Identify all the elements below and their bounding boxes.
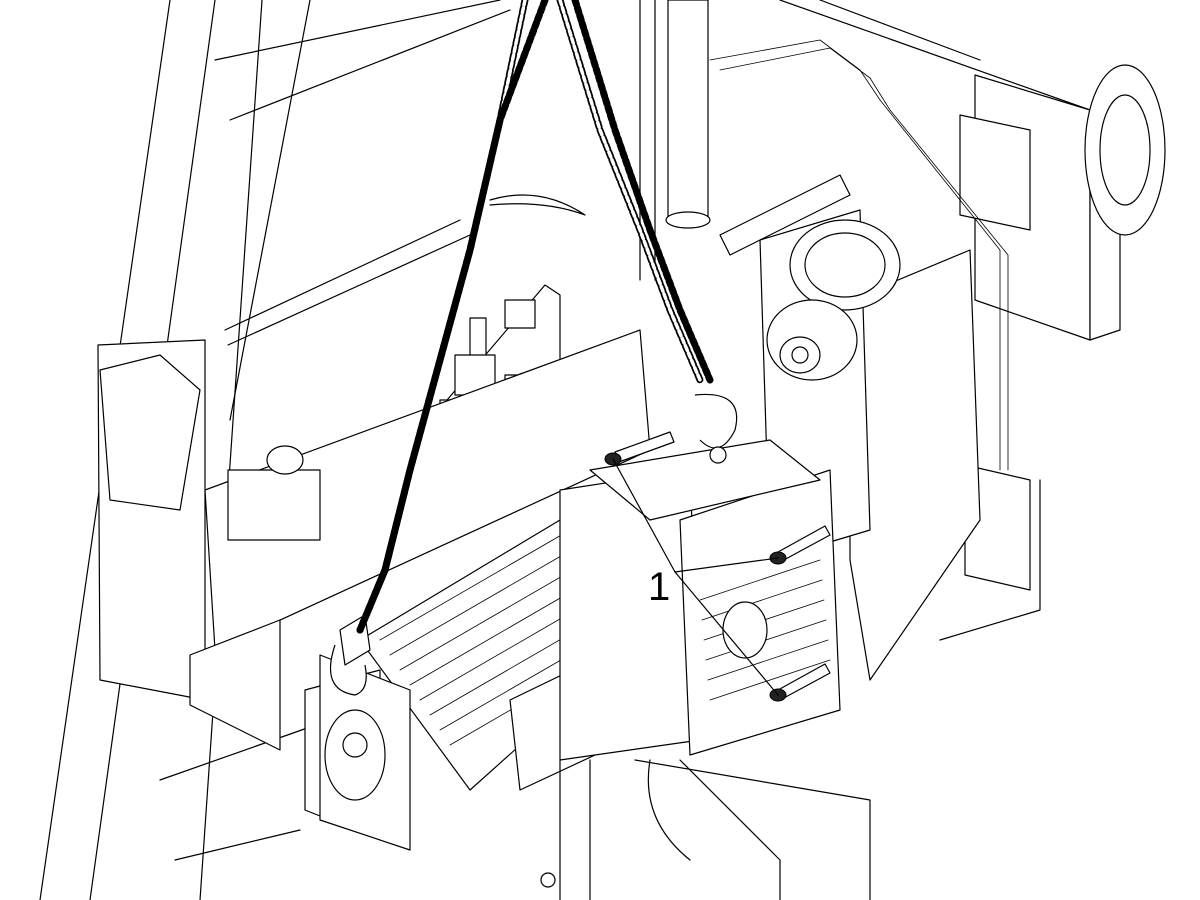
- gearbox-vents: [699, 559, 831, 701]
- lifting-column: [665, 0, 851, 256]
- motor-flange: [304, 654, 411, 851]
- screw-bottom: [769, 663, 831, 702]
- base-supports: [540, 759, 871, 900]
- screw-top: [604, 431, 675, 466]
- machine-frame: [39, 0, 586, 900]
- callout-leaders: [612, 458, 779, 696]
- socket-head-screws: [604, 431, 831, 702]
- mounting-plate: [97, 329, 651, 751]
- lifting-hooks: [329, 393, 738, 696]
- rear-structure: [639, 0, 1166, 641]
- callout-label-1: 1: [648, 565, 670, 609]
- lifting-chains: [356, 0, 714, 634]
